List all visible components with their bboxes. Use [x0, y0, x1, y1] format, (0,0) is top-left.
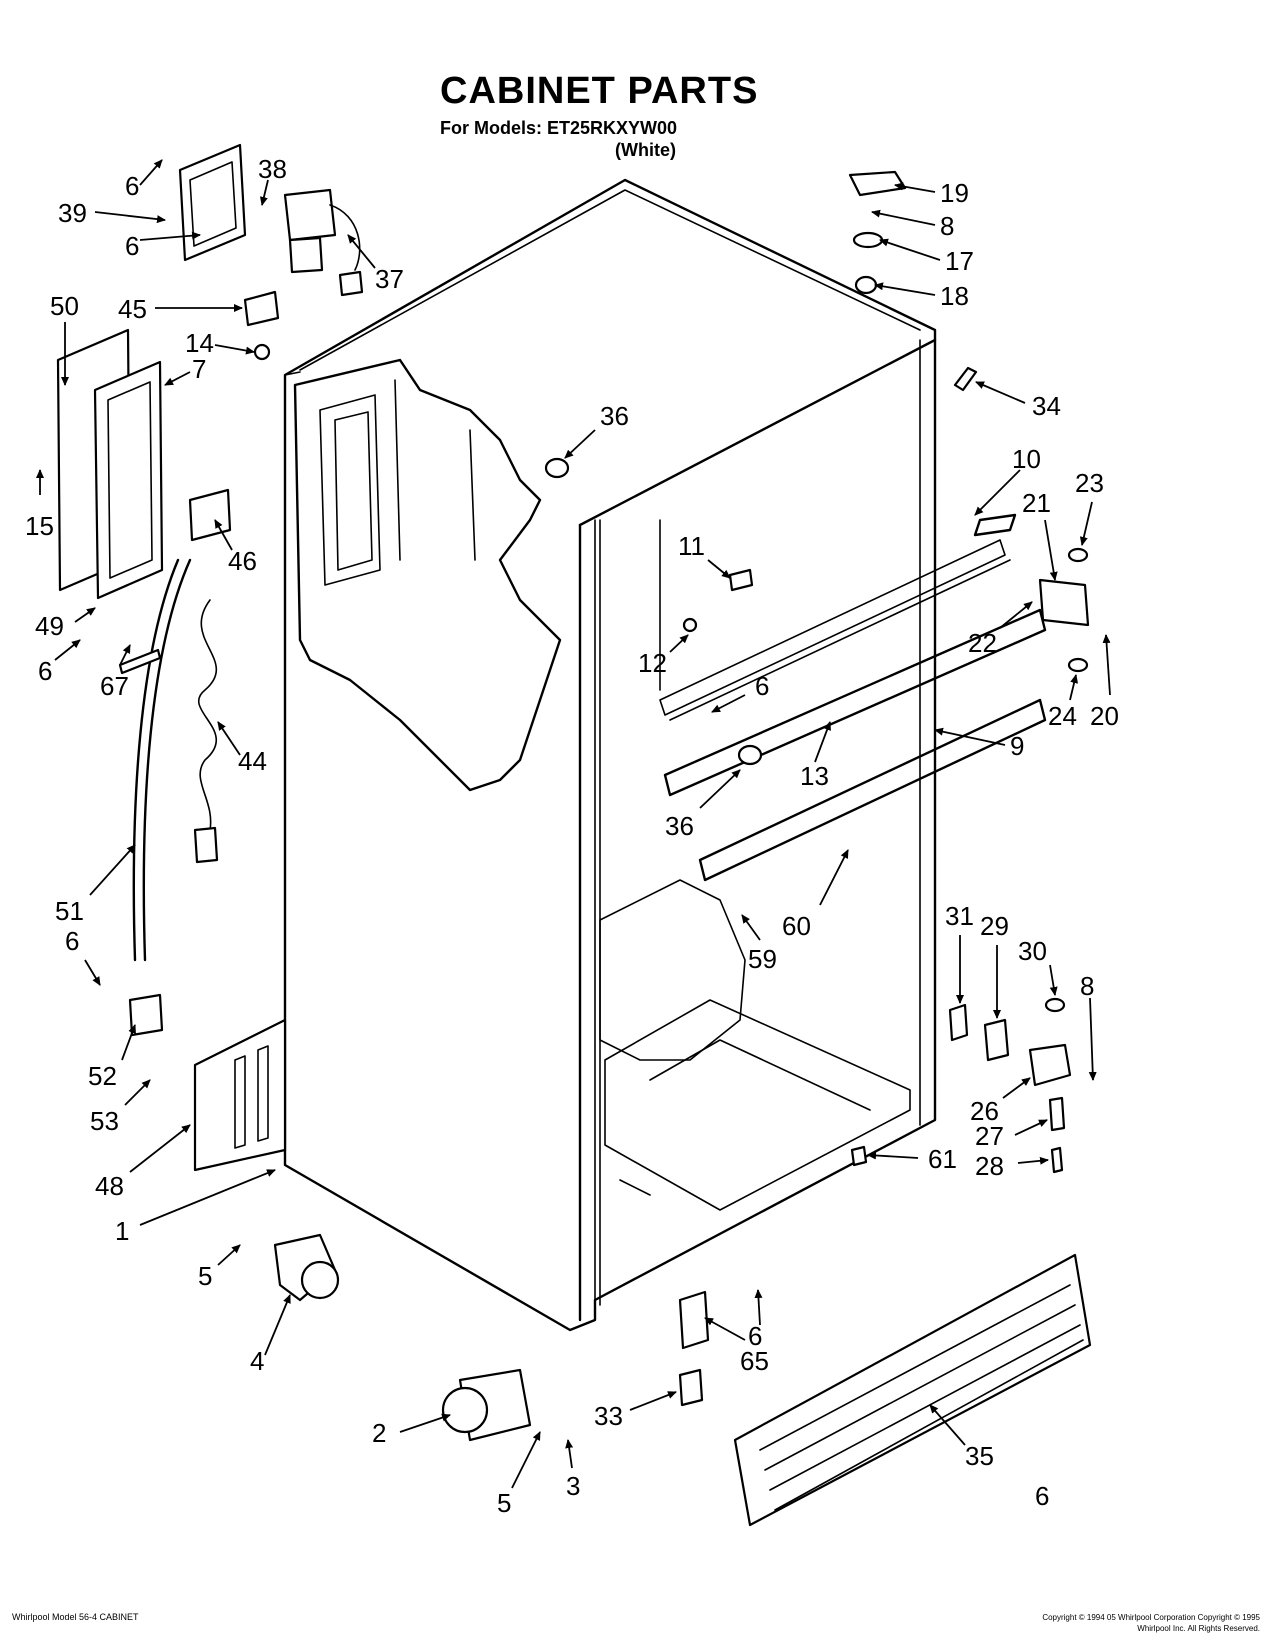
callout-23: 23 [1075, 468, 1104, 498]
footer-left-note: Whirlpool Model 56-4 CABINET [12, 1612, 139, 1622]
callout-50: 50 [50, 291, 79, 321]
callout-30: 30 [1018, 936, 1047, 966]
callout-6d: 6 [65, 926, 79, 956]
callout-14: 14 [185, 328, 214, 358]
callout-38: 38 [258, 154, 287, 184]
callout-31: 31 [945, 901, 974, 931]
footer-copyright: Copyright © 1994 05 Whirlpool Corporatio… [1042, 1613, 1260, 1633]
callout-36a: 36 [600, 401, 629, 431]
callout-2: 2 [372, 1418, 386, 1448]
callout-17: 17 [945, 246, 974, 276]
callout-44: 44 [238, 746, 267, 776]
callout-39: 39 [58, 198, 87, 228]
diagram-title: CABINET PARTS [440, 70, 759, 112]
callout-33: 33 [594, 1401, 623, 1431]
callout-21: 21 [1022, 488, 1051, 518]
callout-19: 19 [940, 178, 969, 208]
callout-8b: 8 [1080, 971, 1094, 1001]
callout-22: 22 [968, 628, 997, 658]
callout-4: 4 [250, 1346, 264, 1376]
callout-53: 53 [90, 1106, 119, 1136]
callout-59: 59 [748, 944, 777, 974]
model-line: For Models: ET25RKXYW00 [440, 118, 678, 138]
callout-36b: 36 [665, 811, 694, 841]
callout-20: 20 [1090, 701, 1119, 731]
callout-5b: 5 [497, 1488, 511, 1518]
callout-45: 45 [118, 294, 147, 324]
callout-6f: 6 [748, 1321, 762, 1351]
callout-18: 18 [940, 281, 969, 311]
callout-1: 1 [115, 1216, 129, 1246]
leader-lines [36, 159, 1111, 1489]
callout-26: 26 [970, 1096, 999, 1126]
callout-12: 12 [638, 648, 667, 678]
callout-35: 35 [965, 1441, 994, 1471]
callout-65: 65 [740, 1346, 769, 1376]
callout-24: 24 [1048, 701, 1077, 731]
callout-37: 37 [375, 264, 404, 294]
callout-29: 29 [980, 911, 1009, 941]
callout-5a: 5 [198, 1261, 212, 1291]
callout-34: 34 [1032, 391, 1061, 421]
callout-67: 67 [100, 671, 129, 701]
callout-6c: 6 [38, 656, 52, 686]
callout-51: 51 [55, 896, 84, 926]
callout-13: 13 [800, 761, 829, 791]
callout-60: 60 [782, 911, 811, 941]
callout-15: 15 [25, 511, 54, 541]
cabinet-shell [283, 178, 1047, 1332]
callout-8a: 8 [940, 211, 954, 241]
callout-46: 46 [228, 546, 257, 576]
color-note: (White) [615, 140, 676, 160]
callout-6e: 6 [755, 671, 769, 701]
callout-52: 52 [88, 1061, 117, 1091]
callout-11: 11 [678, 531, 705, 561]
callout-49: 49 [35, 611, 64, 641]
callout-48: 48 [95, 1171, 124, 1201]
callout-27: 27 [975, 1121, 1004, 1151]
callout-10: 10 [1012, 444, 1041, 474]
callout-28: 28 [975, 1151, 1004, 1181]
callout-3: 3 [566, 1471, 580, 1501]
callout-6b: 6 [125, 231, 139, 261]
callout-6a: 6 [125, 171, 139, 201]
callout-6g: 6 [1035, 1481, 1049, 1511]
part-drawings [56, 143, 1092, 1527]
callout-7: 7 [192, 354, 206, 384]
callout-labels: 1 2 3 4 5 5 6 6 6 6 6 6 6 7 8 8 9 10 11 … [25, 154, 1119, 1518]
callout-61: 61 [928, 1144, 957, 1174]
callout-9: 9 [1010, 731, 1024, 761]
